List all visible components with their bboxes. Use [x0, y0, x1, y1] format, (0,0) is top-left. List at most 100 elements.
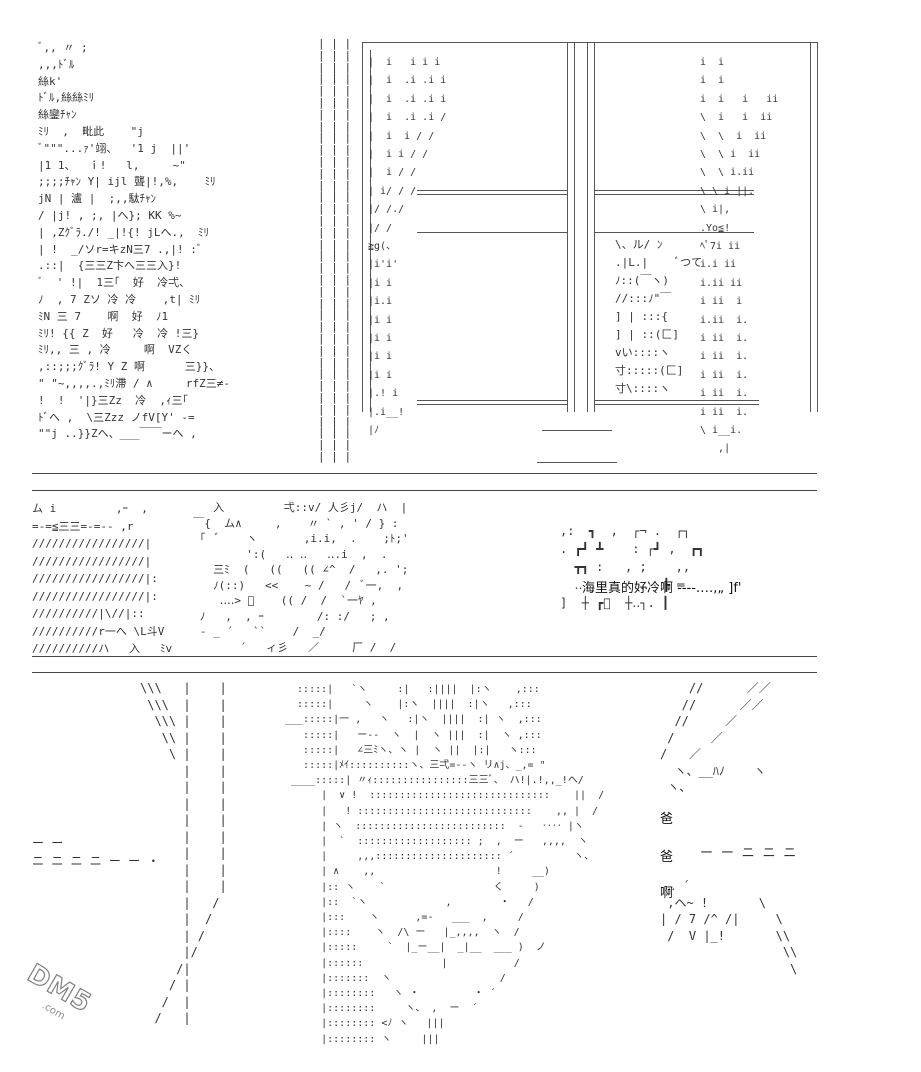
ascii-art-line: |.i__!: [368, 406, 405, 418]
ascii-art-line: .Yo≦!: [700, 222, 731, 234]
ascii-art-line: |:::::::: ヽ、 , ー ´: [285, 1003, 478, 1015]
ascii-art-line: | | |: [318, 166, 352, 180]
ascii-art-line: ヽ、: [660, 780, 692, 794]
ascii-art-line: | |: [140, 796, 227, 811]
ascii-art-line: | |: [140, 780, 227, 794]
ascii-art-line: ﾐﾘ , 毗此 "j: [38, 125, 144, 138]
speech-bubble-text: 海里真的好冷啊 ----‥‥,„ ]f': [582, 581, 742, 596]
ascii-art-line: .|L.| ﾞつて: [615, 256, 703, 269]
ascii-art-line: | i i / /: [368, 149, 429, 160]
ascii-art-line: //:::ﾉ"￣: [615, 292, 672, 305]
ascii-art-line: ‐ _ ´ `` / _/: [180, 625, 353, 638]
ascii-art-line: |:: `ヽ , ・ /: [285, 896, 534, 908]
ascii-art-line: // ／／: [660, 697, 764, 712]
ascii-art-line: \ i__i.: [700, 425, 743, 436]
ascii-art-line: |/: [140, 945, 198, 959]
ascii-art-line: | | |: [318, 402, 352, 416]
ascii-art-line: vい::::ヽ: [615, 346, 671, 359]
ascii-art-line: | | |: [318, 37, 352, 50]
ascii-art-line: .::| {三三Z卞へ三三入}!: [38, 259, 182, 273]
ascii-art-line: ヽ、__ﾊﾉ ヽ: [660, 763, 766, 778]
ascii-art-line: | | |: [318, 107, 352, 121]
panel-divider: [32, 672, 817, 673]
ascii-art-line: | |: [140, 763, 227, 778]
ascii-art-line: ! ! '|}三Zz 冷 ,ｨ三｢: [38, 393, 195, 407]
bottom-panel: \\\ | | \\\ | | \\\ | | \\ | | \ | | | |…: [0, 668, 921, 1072]
ascii-art-line: | | |: [318, 261, 352, 275]
ascii-art-line: \ i i ii: [700, 112, 773, 124]
ascii-art-line: i i: [700, 57, 725, 68]
ascii-art-line: | ` ::::::::::::::::::: ; , ー ,,,, ヽ: [285, 836, 588, 847]
ascii-art-line: | | |: [318, 202, 352, 216]
ascii-art-line: |i i: [368, 314, 393, 326]
ascii-art-line: :::::| `ヽ :| :|||| |:ヽ ,:::: [285, 684, 540, 695]
ascii-art-line: ﾐN 三 7 啊 好 ﾉ1: [38, 309, 169, 323]
ascii-art-line: \、ル/ ﾝ: [615, 238, 663, 251]
ascii-art-line: 絲k': [38, 74, 63, 88]
ascii-art-line: ,: ┓ , ┌¬ . ┌┐: [560, 524, 691, 538]
ascii-art-line: //////////|\//|::: [32, 607, 145, 620]
ascii-art-line: | ,Zｸﾞﾗ./! _|!{! jLへ., ﾐﾘ: [38, 225, 209, 239]
ascii-art-line: :::::|ﾒｲ::::::::::ヽ、三弌=--ヽ リ∧j、_,= ": [285, 760, 546, 771]
ascii-art-line: |::: ヽ ,=- ___ , /: [285, 912, 524, 923]
ascii-art-line: | | |: [318, 60, 352, 74]
ascii-art-line: |i.i: [368, 296, 393, 308]
ascii-art-line: | i i / /: [368, 130, 435, 142]
ascii-art-line: ] ┼ ┏ﾞ ┼‥┐. ┃: [560, 596, 670, 610]
ascii-art-line: :::::| ヽ |:ヽ |||| :|ヽ ,:::: [285, 699, 532, 711]
ascii-art-line: | |: [140, 862, 227, 877]
ascii-art-line: | | |: [318, 332, 352, 345]
ascii-art-line: |.! i: [368, 388, 399, 400]
ascii-art-line: ´ ィ彡 ／ 厂 / /: [180, 640, 397, 654]
ascii-art-line: ""j ..}}Zへ、___￣￣ーへ ,: [38, 427, 197, 441]
ascii-art-line: | | |: [318, 379, 352, 393]
ascii-art-line: |:::::::: ヽ |||: [285, 1033, 440, 1045]
ascii-art-line: | i .i .i i: [368, 93, 447, 105]
ascii-art-line: |i i: [368, 351, 393, 363]
ascii-art-line: " "~,,,,.,ﾐﾘ滯 / ∧ rfZ三≠-: [38, 377, 230, 390]
ascii-art-line: |ﾉ: [368, 425, 380, 436]
ascii-art-line: \ i|,: [700, 204, 737, 216]
ascii-art-line: i.ii ii: [700, 277, 743, 289]
ascii-art-line: | i .i .i /: [368, 112, 447, 124]
ascii-art-line: //////////ハ 入 ﾐv: [32, 642, 186, 655]
ascii-art-line: | | |: [318, 355, 352, 369]
ascii-art-line: / ／: [660, 747, 701, 761]
ascii-art-line: ー ー: [32, 836, 64, 850]
ascii-art-line: | | |: [318, 284, 352, 298]
ascii-art-line: \: [660, 961, 798, 976]
ascii-art-line: \ \ i ||.: [700, 185, 755, 197]
ascii-art-line: | /: [140, 928, 206, 943]
ascii-art-line: | ∧ ,, ! __): [285, 866, 550, 878]
ascii-art-line: |::::: ` |_ー__| _|__ ___ ) ノ: [285, 942, 546, 954]
ascii-art-line: / ／: [660, 730, 723, 745]
ascii-art-line: ﾉ , 7 Zソ 冷 冷 ,t| ﾐﾘ: [38, 293, 201, 306]
ascii-art-line: | | |: [318, 119, 352, 133]
ascii-art-line: //////////r一へ \L斗V: [32, 624, 165, 638]
right-motion-dashes: ー ー ニ ニ ニ: [700, 846, 797, 861]
ascii-art-line: 寸:::::(匚]: [615, 364, 684, 377]
ascii-art-line: / V |_! \\: [660, 928, 791, 943]
ascii-art-line: | i i i i: [368, 57, 441, 68]
ascii-art-line: | | |: [318, 131, 352, 145]
ascii-art-line: |/ /./: [368, 204, 405, 216]
ascii-art-line: | | |: [318, 367, 352, 381]
ascii-art-line: i i: [700, 75, 725, 87]
ascii-art-line: | | |: [318, 391, 352, 404]
ascii-art-line: /////////////////|:: [32, 589, 158, 603]
ascii-art-line: | | |: [318, 84, 352, 98]
ascii-art-line: | | |: [318, 273, 352, 286]
ascii-art-line: ,ヘ~ ! \: [660, 895, 766, 910]
ascii-art-line: ﾞ,, 〃 ;: [38, 41, 88, 54]
ascii-art-line: ] | ::(匚]: [615, 328, 679, 341]
top-panel: ﾞ,, 〃 ;,,,ﾄﾞﾙ絲k'ﾄﾞﾙ,絲絲ﾐﾘ絲鑾ﾁｬﾝﾐﾘ , 毗此 "jﾞ…: [0, 0, 921, 470]
ascii-art-line: |:::::::: ヽ ・ ・ ´: [285, 988, 496, 999]
ascii-art-line: | /: [140, 895, 220, 910]
ascii-art-line: | | |: [318, 438, 352, 452]
ascii-art-line: |:::::::: <ﾉ ヽ |||: [285, 1018, 445, 1030]
ascii-art-line: ‥ ´: [660, 879, 690, 893]
shout-char-1: 爸: [660, 812, 674, 827]
ascii-art-line: 三ﾐ ( (( (( ∠^ / ,. ';: [180, 563, 409, 576]
ascii-art-line: ‥ ‥ ┣ ═: [560, 578, 685, 592]
ascii-art-line: /////////////////|: [32, 554, 152, 568]
